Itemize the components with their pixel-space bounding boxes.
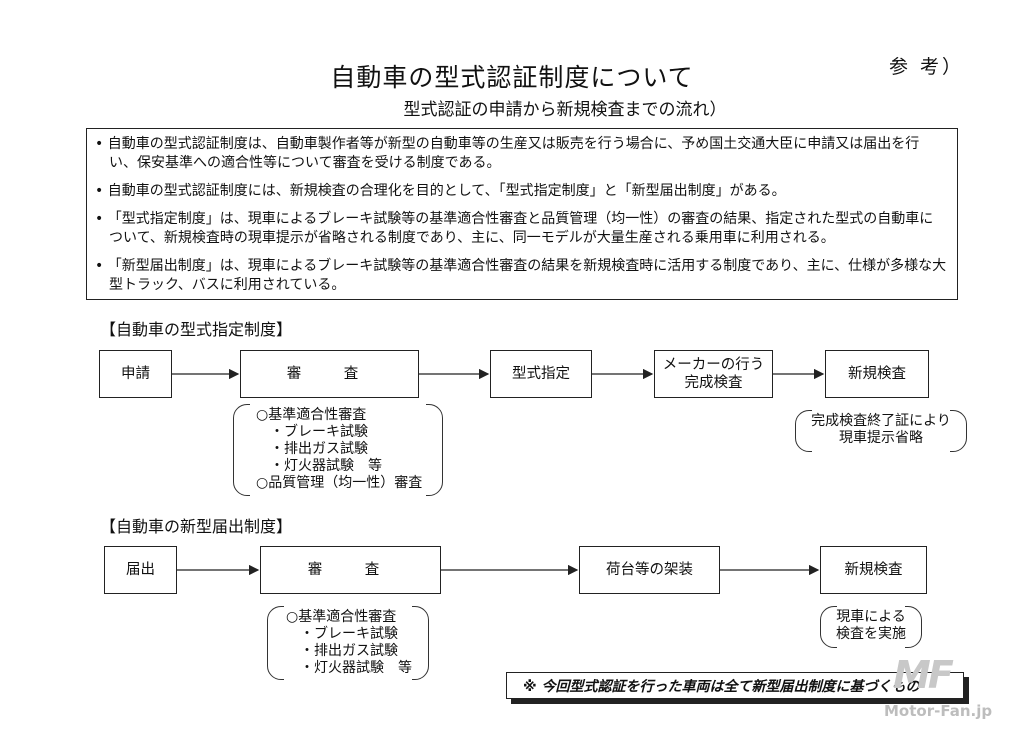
detail-line: ○基準適合性審査 xyxy=(256,407,367,423)
step-review: 審 査 xyxy=(240,350,419,398)
detail-line: ○基準適合性審査 xyxy=(286,609,397,625)
note-item: • 自動車の型式認証制度は、自動車製作者等が新型の自動車等の生産又は販売を行う場… xyxy=(95,136,920,171)
footnote-banner: ※ 今回型式認証を行った車両は全て新型届出制度に基づくもの xyxy=(506,672,964,699)
page-subtitle: 型式認証の申請から新規検査までの流れ） xyxy=(403,100,727,120)
note-line: 現車による xyxy=(836,609,906,625)
inspection-note-bracket: 現車による 検査を実施 xyxy=(820,604,922,650)
detail-line: ・排出ガス試験 xyxy=(286,643,398,659)
note-item: • 自動車の型式認証制度には、新規検査の合理化を目的として、「型式指定制度」と「… xyxy=(95,183,786,199)
overview-notes: • 自動車の型式認証制度は、自動車製作者等が新型の自動車等の生産又は販売を行う場… xyxy=(86,128,958,300)
step-application: 申請 xyxy=(99,350,172,398)
step-type-designation: 型式指定 xyxy=(490,350,592,398)
detail-line: ・灯火器試験 等 xyxy=(286,660,412,676)
note-line: 完成検査終了証により xyxy=(811,413,951,429)
watermark-logo: MF xyxy=(893,653,954,697)
reference-label: 参 考） xyxy=(889,56,965,78)
review-detail-bracket: ○基準適合性審査 ・ブレーキ試験 ・排出ガス試験 ・灯火器試験 等 xyxy=(267,604,429,682)
note-item: • 「型式指定制度」は、現車によるブレーキ試験等の基準適合性審査と品質管理（均一… xyxy=(95,211,934,246)
step-review: 審 査 xyxy=(260,546,441,594)
review-detail-bracket: ○基準適合性審査 ・ブレーキ試験 ・排出ガス試験 ・灯火器試験 等 ○品質管理（… xyxy=(233,402,443,498)
step-completion-inspection: メーカーの行う 完成検査 xyxy=(654,350,773,398)
detail-line: ・ブレーキ試験 xyxy=(256,424,368,440)
detail-line: ・ブレーキ試験 xyxy=(286,626,398,642)
designation-heading: 【自動車の型式指定制度】 xyxy=(100,320,293,339)
notification-heading: 【自動車の新型届出制度】 xyxy=(100,517,293,536)
step-notification: 届出 xyxy=(104,546,177,594)
watermark-site: Motor-Fan.jp xyxy=(884,702,993,720)
step-new-inspection: 新規検査 xyxy=(825,350,929,398)
step-new-inspection: 新規検査 xyxy=(820,546,927,594)
page-title: 自動車の型式認証制度について xyxy=(330,63,694,92)
note-line: 検査を実施 xyxy=(836,626,906,642)
detail-line: ○品質管理（均一性）審査 xyxy=(256,475,423,491)
note-line: 現車提示省略 xyxy=(839,430,923,446)
detail-line: ・灯火器試験 等 xyxy=(256,458,382,474)
detail-line: ・排出ガス試験 xyxy=(256,441,368,457)
inspection-note-bracket: 完成検査終了証により 現車提示省略 xyxy=(795,408,967,454)
step-body-fitting: 荷台等の架装 xyxy=(579,546,720,594)
note-item: • 「新型届出制度」は、現車によるブレーキ試験等の基準適合性審査の結果を新規検査… xyxy=(95,258,947,293)
